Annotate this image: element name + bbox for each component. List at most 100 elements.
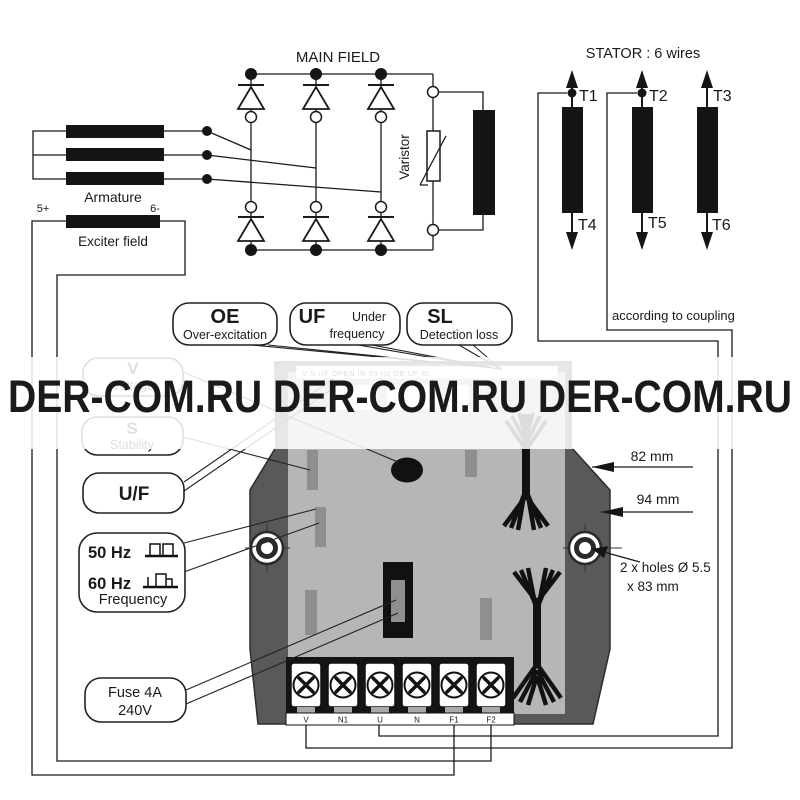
t2-label: T2	[649, 88, 668, 105]
wire-U-to-T1	[378, 92, 719, 737]
jumper-2	[315, 507, 326, 547]
wire-V-to-T2	[305, 92, 733, 749]
diode-column-1	[236, 68, 266, 256]
fuse-component	[383, 562, 413, 638]
callout-uf-ratio: U/F	[82, 472, 185, 514]
wire-exciter-plus-to-F1	[31, 220, 455, 776]
component-4	[465, 450, 477, 477]
terminal-label-N: N	[414, 716, 420, 725]
dim-82mm-label: 82 mm	[631, 448, 674, 464]
bridge-rails	[251, 73, 433, 251]
jumper-50hz-icon	[145, 543, 178, 558]
terminal-label-N1: N1	[338, 716, 349, 725]
callout-oe: OE Over-excitation	[172, 302, 278, 346]
fuse-line1: Fuse 4A	[108, 685, 162, 701]
armature-winding-2	[66, 148, 164, 161]
exciter-group: 5+ 6- Exciter field	[37, 203, 161, 249]
terminal-label-F1: F1	[449, 716, 459, 725]
component-3	[305, 590, 317, 635]
diode-column-2	[301, 68, 331, 256]
mounting-hole-left	[245, 524, 290, 572]
phase-node-1	[202, 126, 212, 136]
fuse-leader	[185, 599, 399, 705]
oe-abbr: OE	[211, 306, 240, 328]
uf-desc2: frequency	[330, 327, 386, 341]
t1-label: T1	[579, 88, 598, 105]
arrow-down-T5	[636, 232, 648, 250]
callout-frequency: 50 Hz 60 Hz Frequency	[78, 532, 186, 613]
stator-winding-2	[632, 107, 653, 213]
phase-node-2	[202, 150, 212, 160]
terminal-block: V N1 U N F1 F2	[285, 657, 515, 726]
sl-desc: Detection loss	[420, 328, 499, 342]
dim-94mm-label: 94 mm	[637, 491, 680, 507]
bridge-rectifier: MAIN FIELD	[236, 49, 495, 256]
t4-label: T4	[578, 217, 597, 234]
exciter-field-label: Exciter field	[78, 234, 148, 249]
stator-winding-1	[562, 107, 583, 213]
t5-label: T5	[648, 215, 667, 232]
phase-node-3	[202, 174, 212, 184]
dimension-annotations: 82 mm 94 mm 2 x holes Ø 5.5 x 83 mm	[592, 448, 711, 594]
arrow-up-T3	[701, 70, 713, 88]
wire-exciter-minus-to-F2	[56, 220, 492, 762]
phase-wires	[164, 130, 382, 193]
terminal-label-V: V	[303, 716, 309, 725]
hz60-label: 60 Hz	[88, 575, 131, 593]
star-point-wire	[32, 130, 66, 180]
t6-label: T6	[712, 217, 731, 234]
arrow-down-T4	[566, 232, 578, 250]
main-field-label: MAIN FIELD	[296, 49, 380, 66]
stator-winding-3	[697, 107, 718, 213]
terminal-label-F2: F2	[486, 716, 496, 725]
uf-desc1: Under	[352, 310, 386, 324]
armature-group: Armature	[32, 125, 382, 205]
stator-title: STATOR : 6 wires	[586, 46, 700, 62]
exciter-winding	[66, 215, 160, 228]
dim-94mm-arrow	[601, 507, 623, 517]
terminal-label-U: U	[377, 716, 383, 725]
watermark-text: DER-COM.RU DER-COM.RU DER-COM.RU	[8, 371, 792, 422]
jumper-1	[307, 450, 318, 490]
dim-82mm-arrow	[592, 462, 614, 472]
arrow-down-T6	[701, 232, 713, 250]
main-field-winding	[438, 91, 495, 231]
hz50-label: 50 Hz	[88, 544, 131, 562]
exciter-plus-label: 5+	[37, 203, 50, 215]
dim-holes-line2: x 83 mm	[627, 579, 679, 594]
terminal-screws	[290, 662, 507, 714]
wiring-harness: according to coupling	[31, 92, 735, 776]
armature-winding-3	[66, 172, 164, 185]
callout-sl: SL Detection loss	[406, 302, 513, 346]
armature-winding-1	[66, 125, 164, 138]
arrow-up-T2	[636, 70, 648, 88]
varistor-label: Varistor	[397, 134, 412, 180]
potentiometer	[391, 457, 423, 483]
uf-ratio-label: U/F	[119, 484, 150, 505]
terminal-label-strip	[285, 712, 515, 726]
mounting-hole-right	[563, 524, 622, 572]
frequency-label: Frequency	[99, 592, 168, 608]
jumper-60hz-icon	[143, 573, 178, 589]
dim-94mm: 94 mm	[601, 491, 693, 517]
armature-label: Armature	[84, 189, 142, 205]
dim-82mm: 82 mm	[592, 448, 693, 472]
heatsink-bottom	[511, 567, 563, 706]
diode-column-3	[366, 68, 396, 256]
oe-desc: Over-excitation	[183, 328, 267, 342]
stator-group: STATOR : 6 wires T1 T4 T2 T5 T3 T6	[562, 46, 732, 250]
dim-holes-arrow	[592, 546, 608, 558]
t3-label: T3	[713, 88, 732, 105]
tap-node-T1	[567, 88, 577, 98]
tap-node-T2	[637, 88, 647, 98]
dim-holes-line1: 2 x holes Ø 5.5	[620, 560, 711, 575]
arrow-up-T1	[566, 70, 578, 88]
callout-uf: UF Under frequency	[289, 302, 401, 346]
frequency-leader	[183, 508, 320, 573]
callout-fuse: Fuse 4A 240V	[84, 677, 187, 723]
fuse-line2: 240V	[118, 703, 152, 719]
uf-abbr: UF	[299, 306, 326, 328]
dim-holes: 2 x holes Ø 5.5 x 83 mm	[592, 546, 711, 594]
watermark-band	[0, 357, 800, 449]
